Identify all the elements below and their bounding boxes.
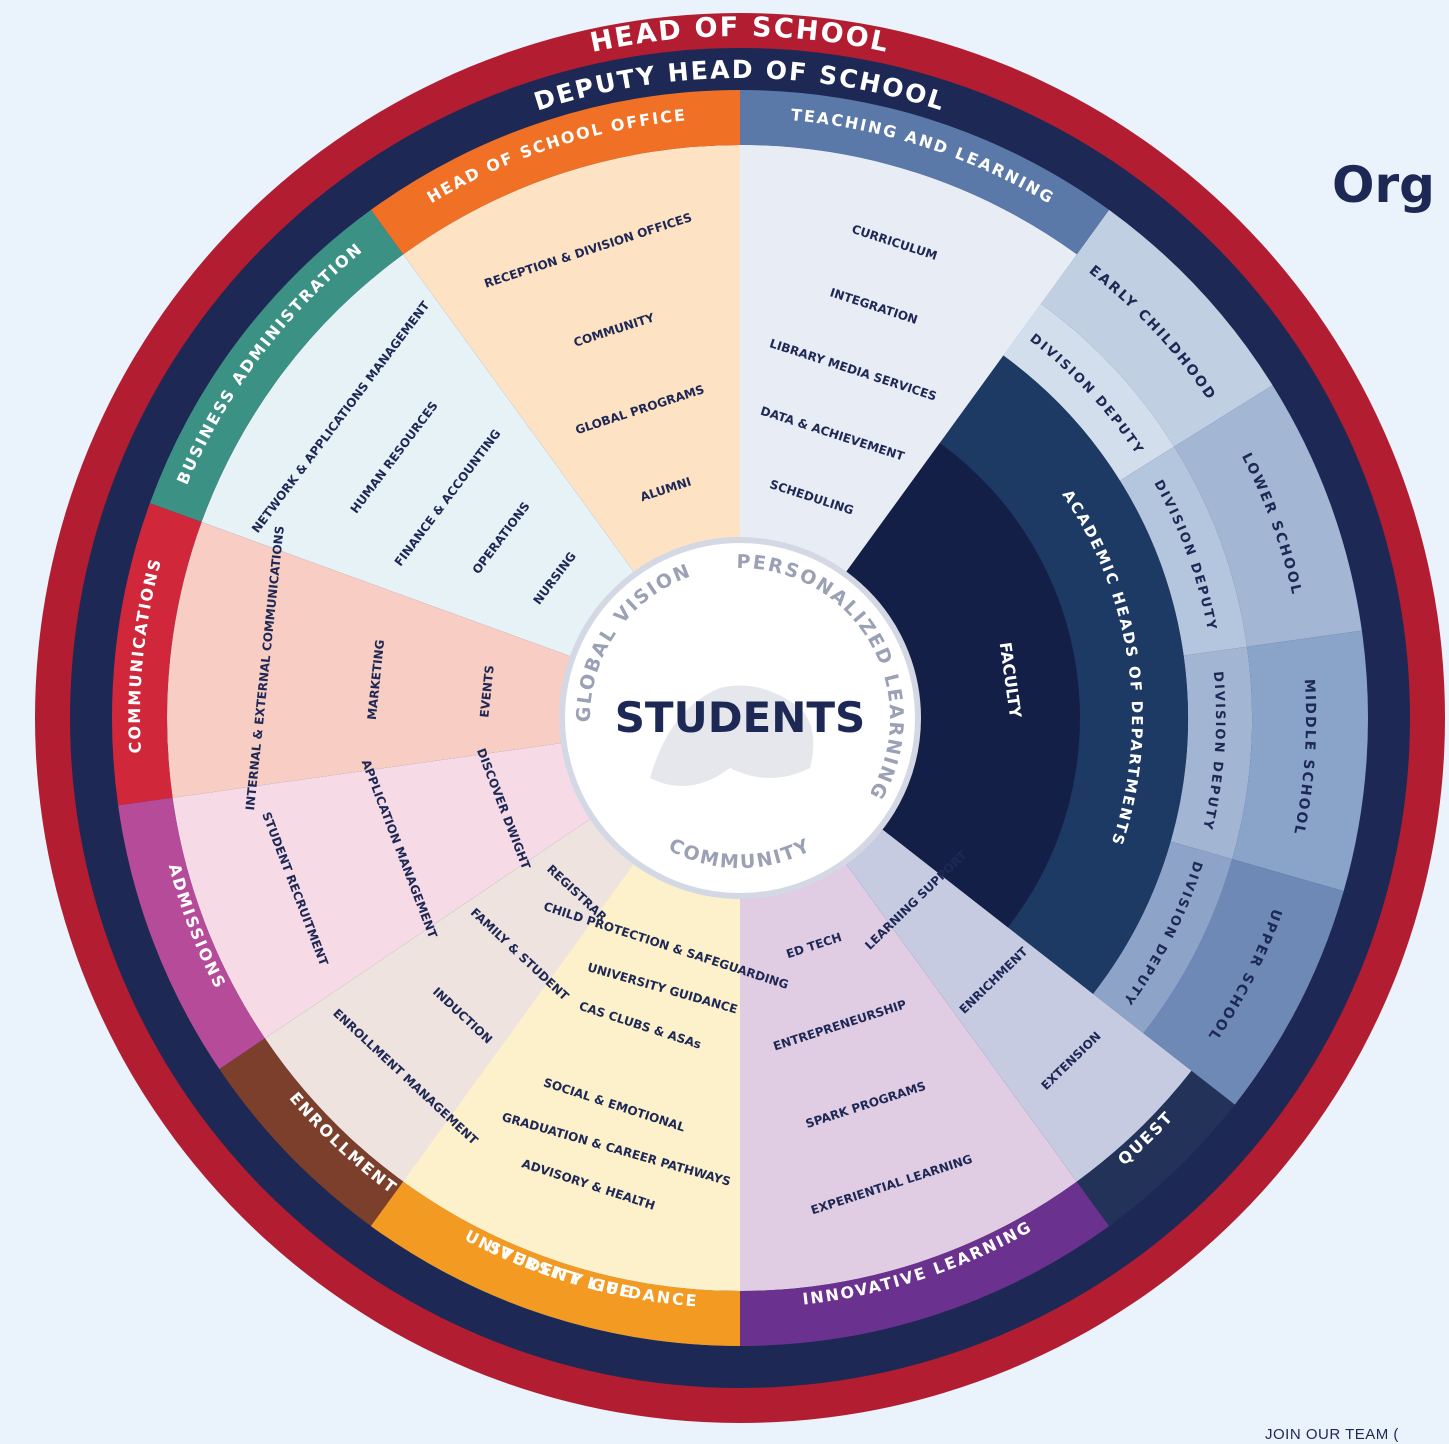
page-title: Org bbox=[1332, 156, 1435, 214]
division-bands bbox=[844, 209, 1369, 1105]
division-early-childhood bbox=[1040, 209, 1273, 447]
lion-crest-icon bbox=[650, 685, 814, 786]
band-teaching-and-learning bbox=[740, 90, 1110, 255]
wedge-innovative-learning bbox=[740, 862, 1077, 1291]
band-communications bbox=[112, 503, 202, 806]
wedge-communications bbox=[167, 522, 573, 798]
wedge-student-life bbox=[403, 862, 740, 1291]
division-upper-school bbox=[1143, 859, 1344, 1105]
center-title: STUDENTS bbox=[615, 693, 866, 742]
wedge-head-of-school-office bbox=[403, 145, 740, 574]
division-deputy-band bbox=[1119, 446, 1248, 656]
faculty-core bbox=[844, 442, 1080, 928]
band-quest bbox=[1076, 1070, 1235, 1227]
band-admissions bbox=[118, 797, 265, 1070]
wedge-teaching-and-learning bbox=[740, 145, 1077, 574]
department-item: EVENTS bbox=[477, 665, 496, 719]
wedge-enrollment bbox=[264, 817, 651, 1215]
division-deputy-band bbox=[1170, 646, 1252, 860]
band-business-administration bbox=[149, 209, 404, 523]
division-lower-school bbox=[1174, 385, 1362, 647]
division-middle-school bbox=[1232, 630, 1369, 892]
division-deputy-band bbox=[1003, 303, 1175, 481]
wedge-quest bbox=[844, 827, 1192, 1182]
band-head-of-school-office bbox=[370, 90, 740, 255]
division-deputy-band bbox=[1093, 841, 1233, 1034]
band-student-life bbox=[370, 1181, 740, 1346]
wedge-admissions bbox=[172, 742, 593, 1039]
join-team-link[interactable]: JOIN OUR TEAM ( bbox=[1265, 1426, 1399, 1443]
band-innovative-learning bbox=[740, 1181, 1110, 1346]
wedge-business-administration bbox=[201, 254, 636, 658]
department-wedges bbox=[112, 90, 1235, 1346]
